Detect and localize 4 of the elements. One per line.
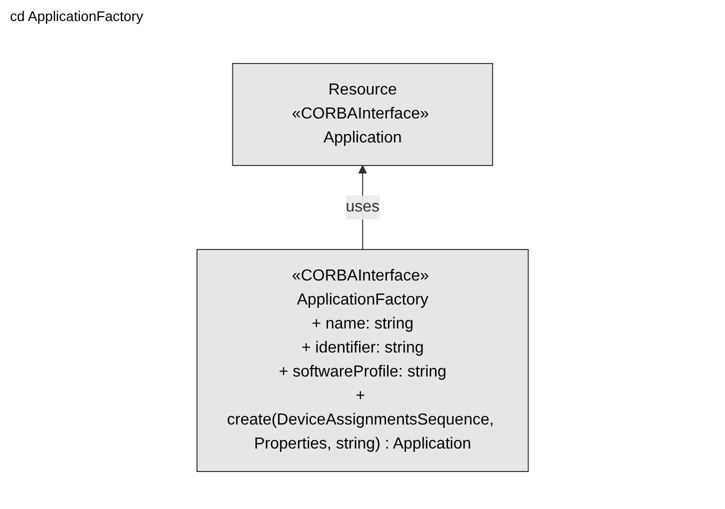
- node-box: «CORBAInterface» ApplicationFactory + name: string + identifier: string + softwareProfile: string + create(DeviceAssignmentsSequence, Properties, string) : Application: [196, 249, 529, 472]
- diagram-title: cd ApplicationFactory: [10, 8, 144, 24]
- edge-label: uses: [346, 198, 380, 216]
- node-box: Resource «CORBAInterface» Application: [232, 63, 493, 166]
